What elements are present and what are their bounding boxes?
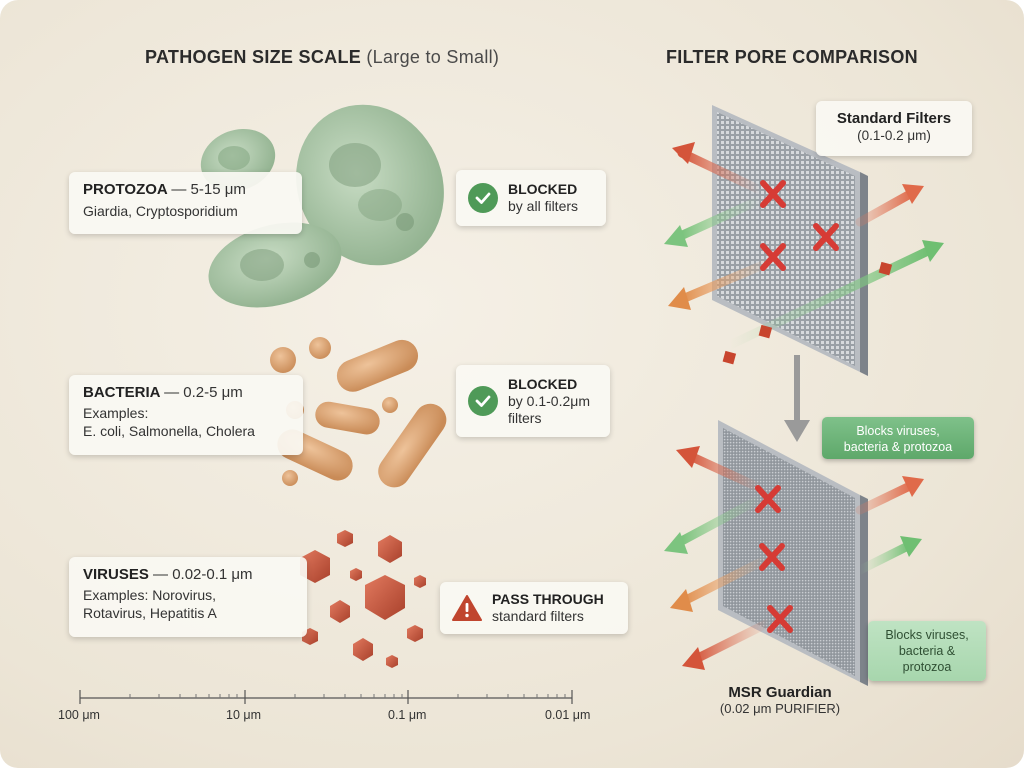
bacteria-status-detail-2: filters bbox=[508, 409, 542, 426]
protozoa-illustration bbox=[200, 104, 444, 308]
viruses-card: VIRUSES — 0.02-0.1 μm Examples: Noroviru… bbox=[69, 557, 307, 637]
protozoa-examples: Giardia, Cryptosporidium bbox=[83, 203, 238, 219]
pathogen-scale-heading: PATHOGEN SIZE SCALE (Large to Small) bbox=[145, 47, 500, 67]
msr-name: MSR Guardian bbox=[728, 684, 832, 701]
axis-tick-label: 10 μm bbox=[226, 708, 261, 722]
standard-filters-label: Standard Filters (0.1-0.2 μm) bbox=[816, 101, 972, 156]
protozoa-status-title: BLOCKED bbox=[508, 181, 578, 197]
callout-line: bacteria & bbox=[898, 644, 956, 658]
bacteria-title: BACTERIA — 0.2-5 μm bbox=[83, 384, 243, 401]
protozoa-card: PROTOZOA — 5-15 μm Giardia, Cryptosporid… bbox=[69, 172, 302, 234]
protozoa-status-detail: by all filters bbox=[508, 198, 579, 214]
axis-tick-label: 100 μm bbox=[58, 708, 100, 722]
axis-tick-label: 0.01 μm bbox=[545, 708, 591, 722]
callout-line: Blocks viruses, bbox=[856, 424, 940, 438]
callout-line: Blocks viruses, bbox=[885, 628, 969, 642]
bacteria-status: BLOCKED by 0.1-0.2μm filters bbox=[456, 365, 610, 437]
callout-line: protozoa bbox=[902, 660, 952, 674]
bacteria-examples: E. coli, Salmonella, Cholera bbox=[83, 423, 255, 439]
size-scale-axis bbox=[79, 690, 573, 704]
standard-filters-title: Standard Filters bbox=[836, 110, 952, 127]
msr-filter-arrows bbox=[664, 446, 924, 670]
msr-callout-top: Blocks viruses, bacteria & protozoa bbox=[822, 417, 974, 459]
axis-tick-label: 0.1 μm bbox=[388, 708, 427, 722]
down-arrow-icon bbox=[784, 355, 810, 442]
protozoa-title: PROTOZOA — 5-15 μm bbox=[83, 181, 246, 198]
check-icon bbox=[468, 183, 498, 213]
msr-callout-bottom: Blocks viruses, bacteria & protozoa bbox=[868, 621, 986, 681]
callout-line: bacteria & protozoa bbox=[843, 440, 953, 454]
msr-spec: (0.02 μm PURIFIER) bbox=[719, 701, 841, 716]
viruses-examples-line1: Examples: Norovirus, bbox=[83, 587, 217, 603]
standard-filters-range: (0.1-0.2 μm) bbox=[857, 128, 931, 143]
bacteria-status-title: BLOCKED bbox=[508, 375, 578, 392]
msr-caption: MSR Guardian (0.02 μm PURIFIER) bbox=[690, 684, 870, 716]
viruses-title: VIRUSES — 0.02-0.1 μm bbox=[83, 566, 253, 583]
protozoa-status: BLOCKED by all filters bbox=[456, 170, 606, 226]
virus-illustration bbox=[300, 530, 426, 668]
standard-filter-arrows bbox=[664, 142, 944, 365]
bacteria-status-detail: by 0.1-0.2μm bbox=[508, 392, 590, 409]
warning-icon bbox=[452, 593, 482, 623]
msr-filter-panel bbox=[718, 420, 868, 686]
bacteria-examples-label: Examples: bbox=[83, 405, 149, 421]
viruses-status-detail: standard filters bbox=[492, 608, 584, 624]
bacteria-card: BACTERIA — 0.2-5 μm Examples: E. coli, S… bbox=[69, 375, 303, 455]
viruses-status: PASS THROUGH standard filters bbox=[440, 582, 628, 634]
viruses-status-title: PASS THROUGH bbox=[492, 591, 604, 607]
filter-comparison-heading: FILTER PORE COMPARISON bbox=[666, 47, 918, 67]
check-icon bbox=[468, 386, 498, 416]
viruses-examples-line2: Rotavirus, Hepatitis A bbox=[83, 605, 217, 621]
